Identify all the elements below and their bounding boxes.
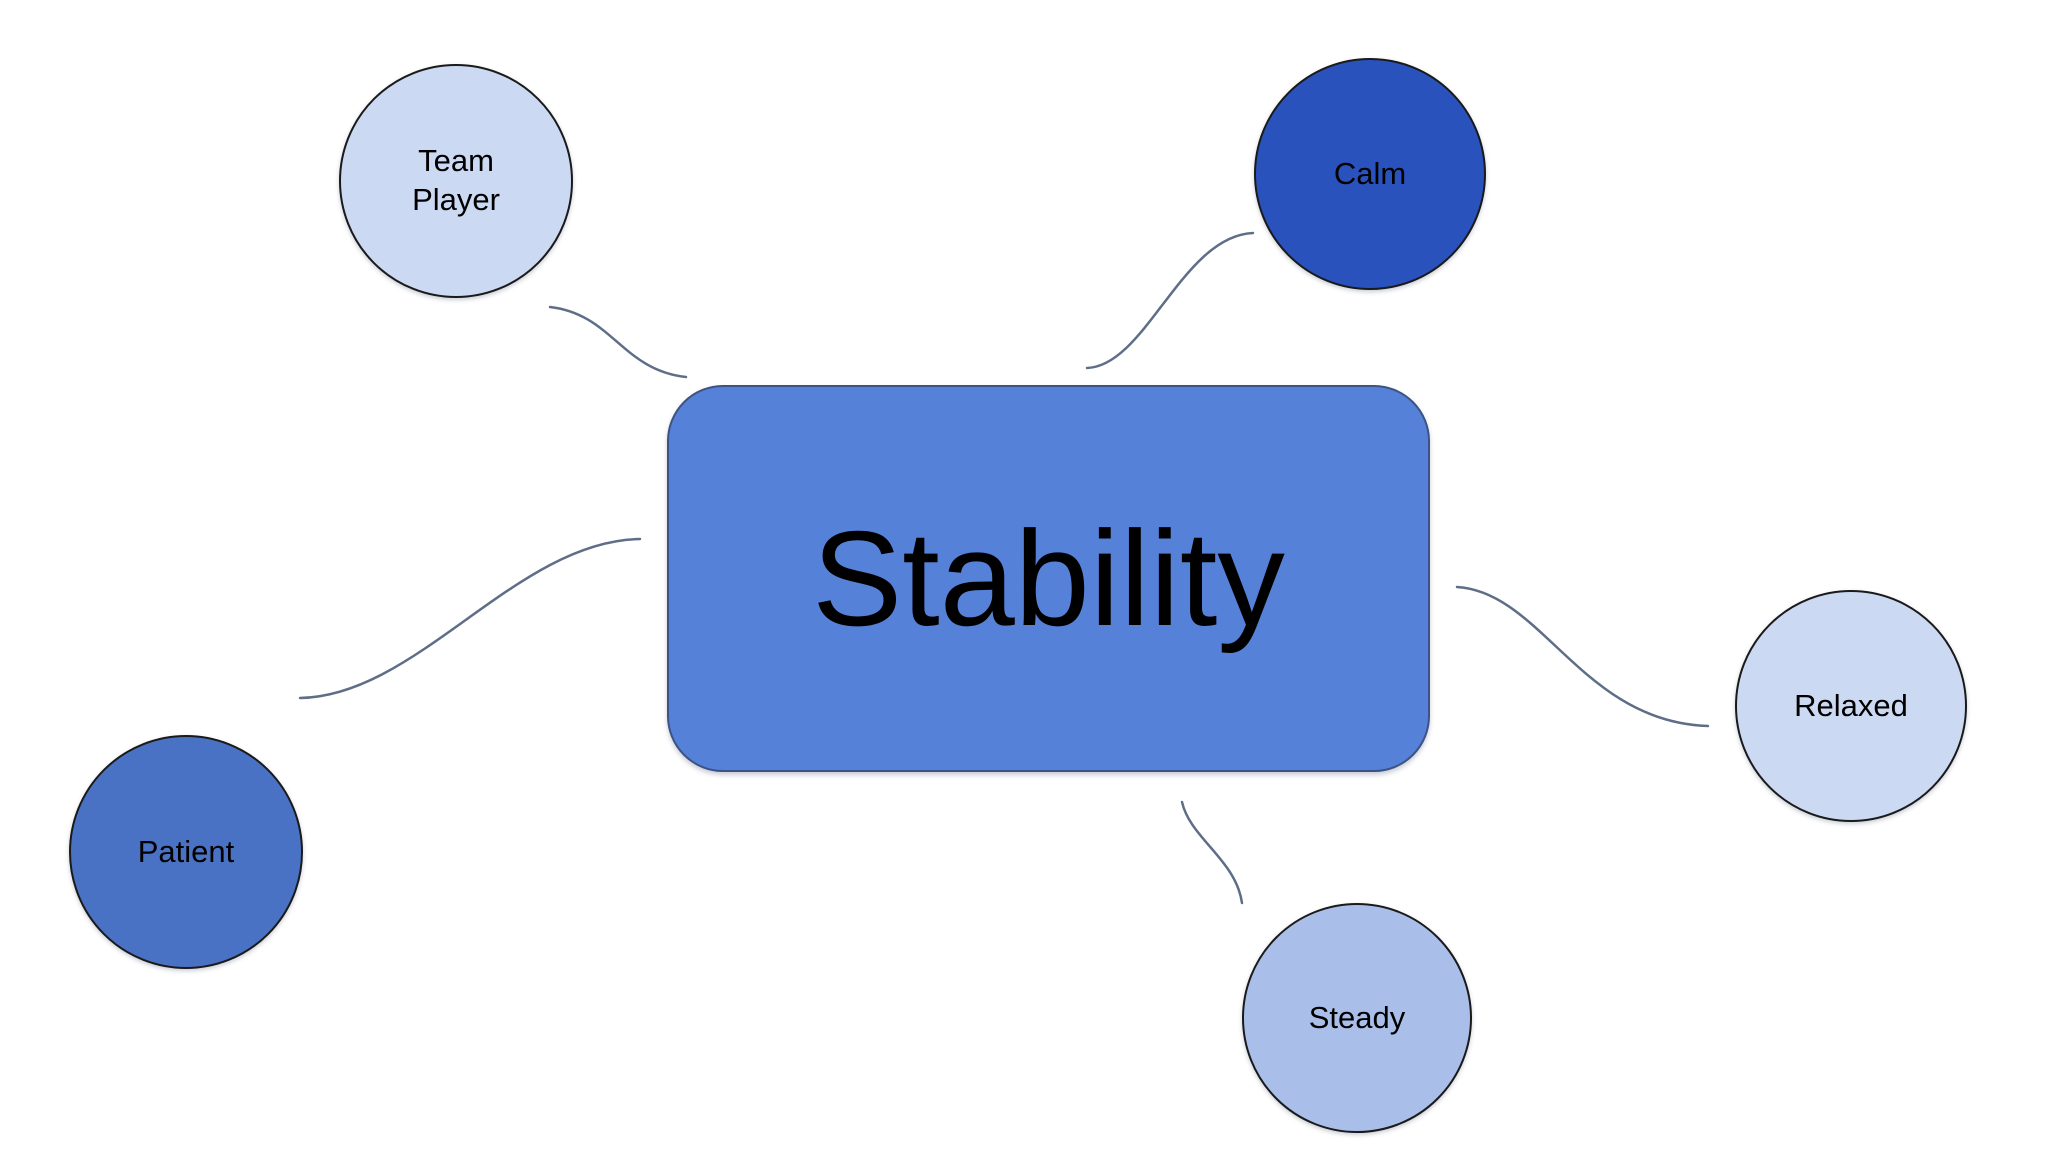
- node-relaxed[interactable]: Relaxed: [1735, 590, 1967, 822]
- connector-team-player-stability: [548, 305, 688, 379]
- connector-patient-stability: [298, 537, 642, 700]
- connector-stability-steady: [1180, 800, 1244, 905]
- node-team-player-label: Team Player: [412, 143, 500, 217]
- connector-stability-calm: [1085, 231, 1255, 370]
- node-calm-label: Calm: [1333, 155, 1407, 191]
- node-stability[interactable]: Stability: [667, 385, 1430, 772]
- node-patient[interactable]: Patient: [69, 735, 303, 969]
- node-calm[interactable]: Calm: [1254, 58, 1486, 290]
- node-relaxed-label: Relaxed: [1794, 687, 1908, 723]
- node-stability-label: Stability: [812, 503, 1285, 654]
- node-team-player[interactable]: Team Player: [339, 64, 573, 298]
- connector-stability-relaxed: [1455, 585, 1710, 728]
- node-steady[interactable]: Steady: [1242, 903, 1472, 1133]
- node-steady-label: Steady: [1308, 999, 1406, 1035]
- node-patient-label: Patient: [137, 833, 235, 869]
